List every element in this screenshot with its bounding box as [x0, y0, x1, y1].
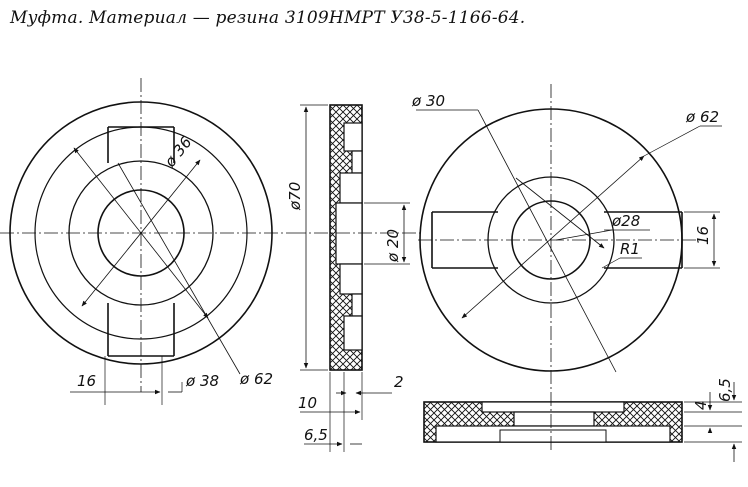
- bottom-65-label: 6,5: [716, 378, 734, 402]
- bottom-4-label: 4: [692, 400, 710, 410]
- section-step-5: [351, 293, 363, 317]
- bottom-section: [423, 382, 742, 462]
- drawing-title: Муфта. Материал — резина 3109НМРТ У38-5-…: [10, 8, 526, 28]
- bottom-center-cut: [513, 411, 595, 427]
- left-outer-circle: [9, 101, 273, 365]
- bottom-base-inner: [499, 429, 607, 443]
- section-step-3: [339, 172, 363, 204]
- right-d62-dim: [461, 155, 645, 319]
- section-hole: [335, 202, 363, 265]
- left-d62-label: ø 62: [239, 370, 273, 388]
- right-r1-label: R1: [620, 240, 640, 258]
- right-d30-label: ø 30: [411, 92, 445, 110]
- section-step-6: [343, 315, 363, 351]
- left-view: [0, 78, 292, 405]
- section-step-4: [339, 263, 363, 295]
- mid-2-label: 2: [394, 373, 404, 391]
- bottom-top-cut: [481, 401, 625, 413]
- left-d38-label: ø 38: [185, 372, 219, 390]
- left-d38-dim: [81, 159, 201, 307]
- mid-10-label: 10: [298, 394, 317, 412]
- right-d62-label: ø 62: [685, 108, 719, 126]
- middle-section: [292, 104, 420, 452]
- right-d62-leader: [643, 125, 701, 157]
- right-r1-leader: [601, 257, 621, 269]
- mid-d20-label: ø 20: [384, 229, 402, 263]
- mid-d70-label: ø70: [286, 182, 304, 211]
- right-16-label: 16: [694, 226, 712, 245]
- left-16-label: 16: [77, 372, 96, 390]
- right-d28-leader: [555, 229, 613, 241]
- section-step-1: [343, 122, 363, 152]
- mid-65-label: 6,5: [304, 426, 328, 444]
- left-d62-leader: [117, 162, 241, 375]
- section-step-2: [351, 150, 363, 174]
- right-view: [416, 84, 722, 392]
- right-d30-dim: [515, 177, 605, 249]
- right-d28-label: ø28: [611, 212, 640, 230]
